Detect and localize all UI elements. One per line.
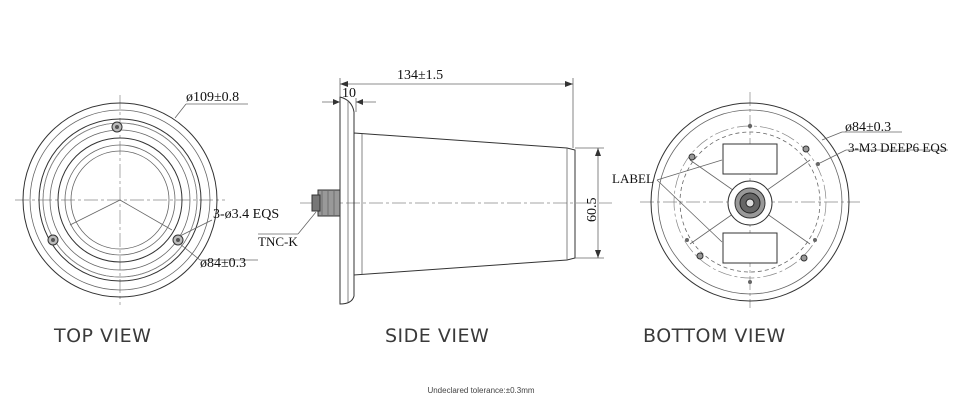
label-plate-top — [722, 143, 778, 175]
side-flange-dim: 10 — [342, 86, 356, 101]
top-view-drawing: ø109±0.8 3-ø3.4 EQS ø84±0.3 — [15, 90, 279, 305]
bottom-pcd-dim: ø84±0.3 — [845, 120, 891, 135]
bottom-threads-dim: 3-M3 DEEP6 EQS — [848, 140, 947, 155]
side-diameter-dim: 60.5 — [585, 198, 600, 223]
top-holes-dim: 3-ø3.4 EQS — [213, 207, 279, 222]
bottom-view-drawing: ø84±0.3 3-M3 DEEP6 EQS LABEL — [612, 92, 948, 308]
top-pcd-dim: ø84±0.3 — [200, 256, 246, 271]
side-length-dim: 134±1.5 — [397, 68, 443, 83]
side-view-drawing: 134±1.5 10 60.5 TNC-K — [258, 68, 612, 305]
side-view-title: SIDE VIEW — [385, 325, 490, 347]
top-view-title: TOP VIEW — [54, 325, 152, 347]
tolerance-footnote: Undeclared tolerance:±0.3mm — [427, 386, 535, 395]
bottom-view-title: BOTTOM VIEW — [643, 325, 786, 347]
tnc-connector — [317, 189, 341, 217]
connector-label: TNC-K — [258, 234, 298, 249]
bottom-label-callout: LABEL — [612, 171, 654, 186]
label-plate-bottom — [722, 232, 778, 264]
top-outer-diameter-dim: ø109±0.8 — [186, 90, 239, 105]
